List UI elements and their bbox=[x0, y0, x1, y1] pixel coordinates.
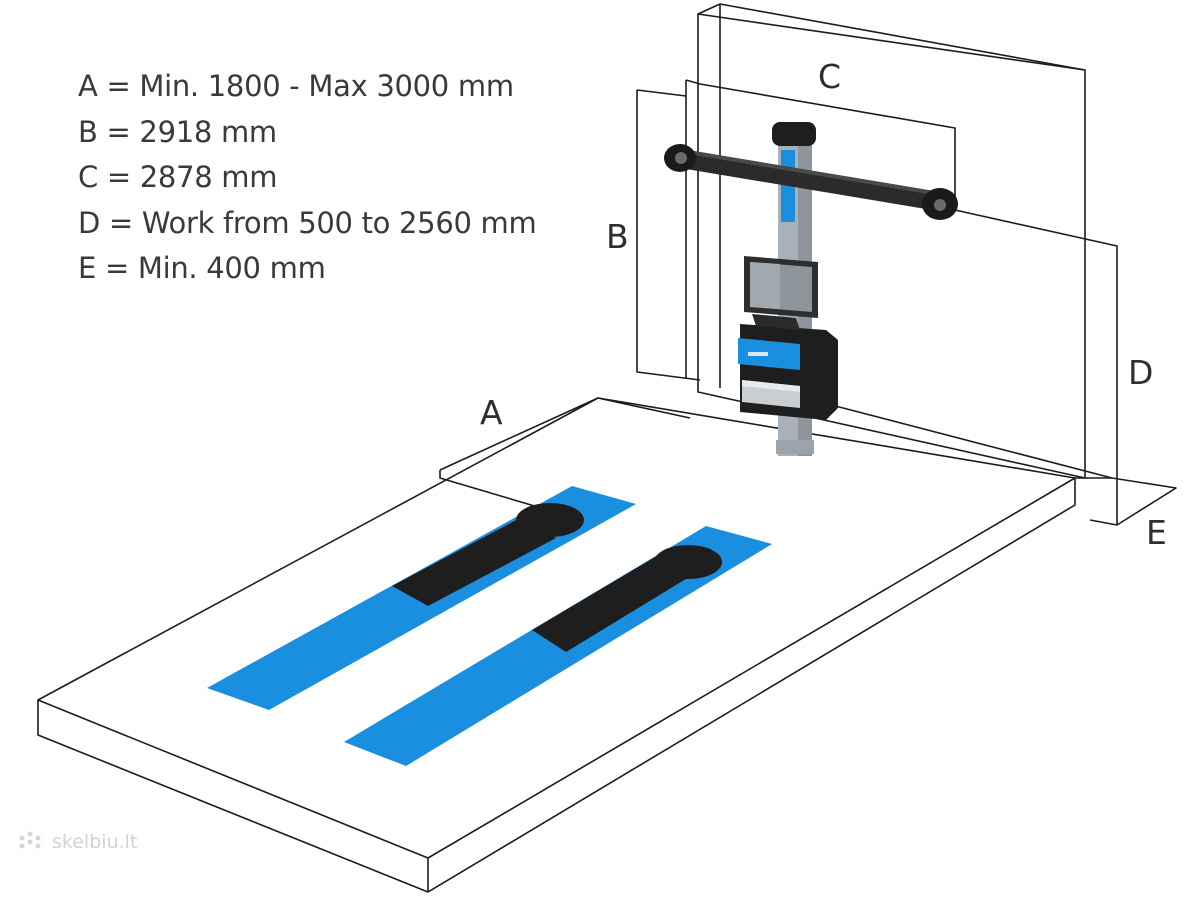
spec-legend: A = Min. 1800 - Max 3000 mm B = 2918 mm … bbox=[78, 64, 618, 292]
spec-b: B = 2918 mm bbox=[78, 114, 277, 149]
runway-left bbox=[207, 486, 636, 710]
spec-c: C = 2878 mm bbox=[78, 160, 278, 194]
watermark-text: skelbiu.lt bbox=[52, 831, 137, 853]
runway-right bbox=[344, 526, 772, 766]
dimension-a-bracket bbox=[439, 397, 691, 511]
spec-d: D = Work from 500 to 2560 mm bbox=[78, 205, 537, 240]
watermark: skelbiu.lt bbox=[19, 831, 137, 853]
label-a: A bbox=[480, 393, 503, 432]
label-d: D bbox=[1128, 353, 1153, 392]
spec-a: A = Min. 1800 - Max 3000 mm bbox=[78, 69, 514, 103]
dimension-d-plane bbox=[954, 209, 1118, 525]
monitor bbox=[744, 256, 818, 318]
left-camera-head bbox=[664, 144, 696, 172]
column-top-cap bbox=[772, 122, 816, 146]
label-b: B bbox=[606, 217, 629, 256]
camera-crossbar bbox=[676, 148, 944, 212]
label-c: C bbox=[818, 57, 841, 96]
right-camera-head bbox=[922, 188, 958, 220]
dimension-b-plane bbox=[636, 80, 701, 381]
dimension-e-bracket bbox=[819, 401, 1177, 526]
spec-e: E = Min. 400 mm bbox=[78, 251, 326, 285]
console-cabinet bbox=[738, 314, 838, 420]
label-e: E bbox=[1146, 513, 1167, 552]
dimension-c-plane bbox=[685, 79, 956, 200]
